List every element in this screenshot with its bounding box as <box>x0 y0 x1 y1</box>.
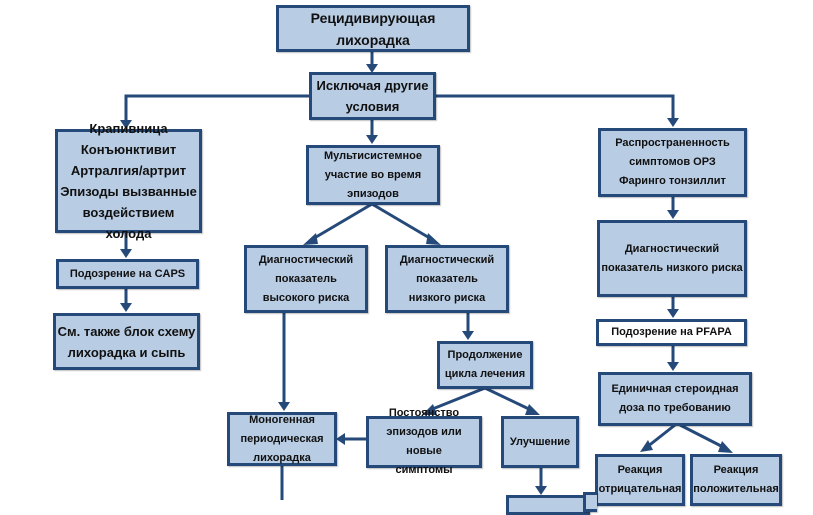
arrowhead <box>303 233 318 245</box>
arrowhead <box>336 433 345 445</box>
arrowhead <box>525 404 540 415</box>
connector <box>436 94 675 120</box>
node-low-risk-right: Диагностический показатель низкого риска <box>597 220 747 297</box>
node-recurrent-fever: Рецидивирующая лихорадка <box>276 5 470 52</box>
arrowhead <box>640 440 653 452</box>
node-continue-treatment: Продолжение цикла лечения <box>437 341 533 389</box>
arrowhead <box>535 486 547 495</box>
node-ari-prevalence: Распространенность симптомов ОРЗ Фаринго… <box>598 128 747 197</box>
node-label: Моногенная периодическая лихорадка <box>240 413 324 464</box>
node-pfapa-suspicion: Подозрение на PFAPA <box>596 319 747 346</box>
arrowhead <box>120 249 132 258</box>
arrowhead <box>422 404 437 415</box>
node-label: Исключая другие условия <box>316 78 429 114</box>
node-steroid-dose: Единичная стероидная доза по требованию <box>598 372 752 426</box>
connector <box>679 423 726 450</box>
node-label: Рецидивирующая лихорадка <box>310 9 436 48</box>
connector <box>429 386 486 412</box>
arrowhead <box>366 64 378 73</box>
arrowhead <box>667 309 679 318</box>
arrowhead <box>278 402 290 411</box>
node-multisystem: Мультисистемное участие во время эпизодо… <box>306 145 440 205</box>
node-improvement: Улучшение <box>501 416 579 468</box>
node-caps-suspicion: Подозрение на CAPS <box>56 259 199 289</box>
node-label: Диагностический показатель высокого риск… <box>258 253 354 304</box>
node-label: Подозрение на PFAPA <box>611 326 732 338</box>
arrowhead <box>667 210 679 219</box>
connector <box>124 94 309 122</box>
node-see-also: См. также блок схему лихорадка и сыпь <box>53 313 200 370</box>
node-label: Реакция отрицательная <box>598 464 682 495</box>
node-urticaria-symptoms: Крапивница Конъюнктивит Артралгия/артрит… <box>55 121 202 241</box>
node-persistence: Постоянство эпизодов или новые симптомы <box>366 407 482 476</box>
arrowhead <box>366 135 378 144</box>
node-label: Мультисистемное участие во время эпизодо… <box>323 149 423 200</box>
node-low-risk-middle: Диагностический показатель низкого риска <box>385 245 509 313</box>
arrowhead <box>120 120 132 129</box>
connector <box>484 386 532 412</box>
node-label: См. также блок схему лихорадка и сыпь <box>57 323 196 360</box>
arrowhead <box>120 303 132 312</box>
node-label: Продолжение цикла лечения <box>444 349 526 380</box>
connector <box>310 202 373 242</box>
node-next-bottom <box>506 495 590 515</box>
node-label: Постоянство эпизодов или новые симптомы <box>386 407 462 476</box>
arrowhead <box>667 118 679 127</box>
arrowhead <box>718 441 733 453</box>
node-high-risk: Диагностический показатель высокого риск… <box>244 245 368 313</box>
node-left-bottom-edge <box>583 492 597 512</box>
node-monogenic-fever: Моногенная периодическая лихорадка <box>227 412 337 466</box>
arrowhead <box>462 331 474 340</box>
connector <box>371 202 434 242</box>
node-label: Реакция положительная <box>693 464 779 495</box>
node-negative-reaction: Реакция отрицательная <box>595 454 685 506</box>
node-label: Крапивница Конъюнктивит Артралгия/артрит… <box>60 121 197 241</box>
node-label: Диагностический показатель низкого риска <box>601 242 743 274</box>
arrowhead <box>426 233 441 245</box>
connector <box>646 423 676 449</box>
node-label: Диагностический показатель низкого риска <box>399 253 495 304</box>
node-label: Улучшение <box>509 435 571 448</box>
flowchart-connectors <box>120 51 733 500</box>
arrowhead <box>667 362 679 371</box>
node-exclude-other-conditions: Исключая другие условия <box>309 72 436 120</box>
node-positive-reaction: Реакция положительная <box>690 454 782 506</box>
node-label: Подозрение на CAPS <box>69 267 186 280</box>
node-label: Единичная стероидная доза по требованию <box>611 383 739 414</box>
node-label: Распространенность симптомов ОРЗ Фаринго… <box>615 137 730 187</box>
